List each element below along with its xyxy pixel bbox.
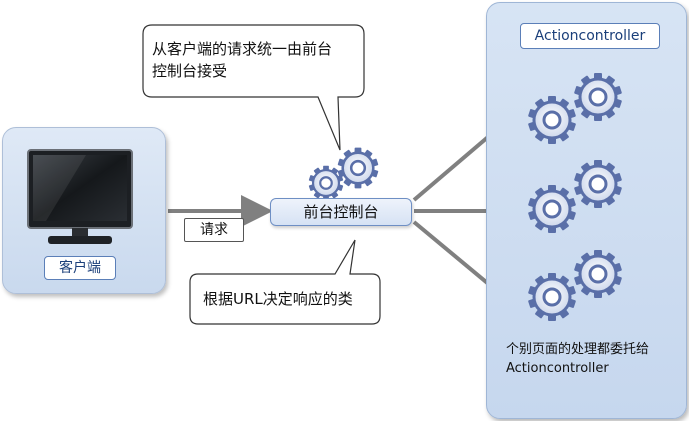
action-controller-title: Actioncontroller	[520, 23, 660, 49]
gear-icon	[526, 94, 578, 146]
top-callout-shape	[142, 24, 365, 151]
client-label: 客户端	[44, 256, 116, 280]
gear-icon	[572, 71, 624, 123]
top-callout-line2: 控制台接受	[152, 62, 228, 80]
request-label: 请求	[184, 218, 244, 242]
gear-icon	[572, 158, 624, 210]
gear-icon	[526, 183, 578, 235]
top-callout-text: 从客户端的请求统一由前台 控制台接受	[152, 38, 362, 82]
action-note: 个别页面的处理都委托给 Actioncontroller	[506, 340, 676, 378]
gear-icon	[572, 248, 624, 300]
action-controller-panel	[486, 2, 687, 419]
action-note-line2: Actioncontroller	[506, 361, 609, 376]
top-callout-line1: 从客户端的请求统一由前台	[152, 40, 333, 58]
bottom-callout-shape	[189, 239, 381, 325]
gear-icon	[526, 271, 578, 323]
front-controller-box: 前台控制台	[270, 198, 412, 226]
action-note-line1: 个别页面的处理都委托给	[506, 342, 650, 357]
bottom-callout-text: 根据URL决定响应的类	[203, 290, 353, 308]
monitor-icon	[27, 149, 133, 244]
gear-icon	[307, 164, 345, 202]
gear-icon	[336, 146, 380, 190]
